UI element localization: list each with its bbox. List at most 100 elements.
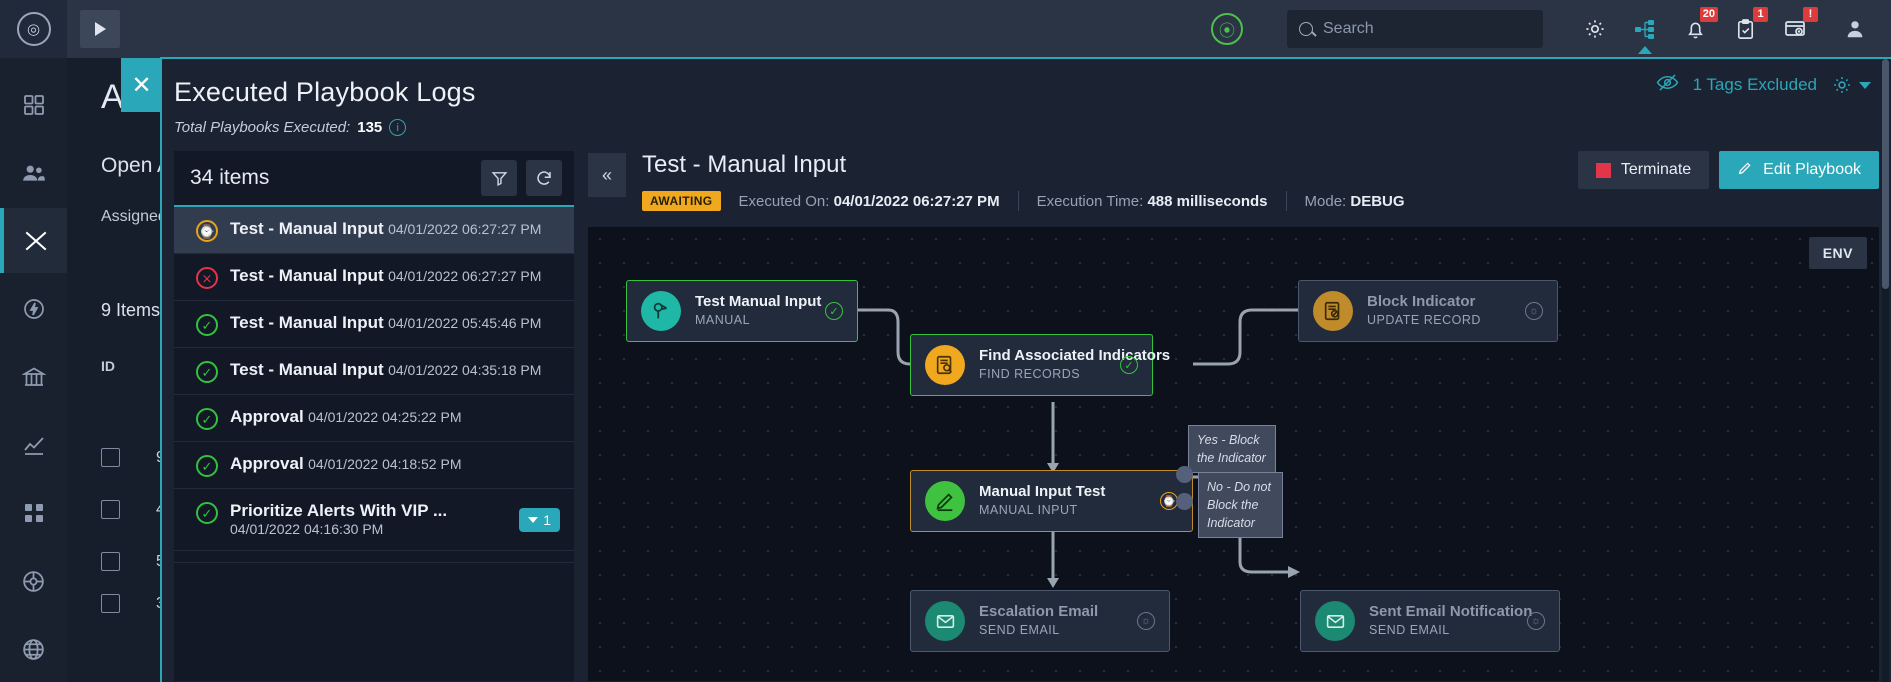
sidebar-item-automation[interactable] [0,276,67,341]
list-item[interactable]: ⌚ Test - Manual Input 04/01/2022 06:27:2… [174,207,574,254]
clipboard-check-icon[interactable]: 1 [1729,7,1768,46]
eye-slash-icon[interactable] [1656,73,1679,97]
graph-node-sent-email-notification[interactable]: Sent Email Notification SEND EMAIL ☼ [1300,590,1560,652]
window-settings-icon[interactable]: ! [1779,7,1818,46]
settings-dropdown-button[interactable] [1831,74,1871,96]
scrollbar-track[interactable] [1882,59,1889,682]
node-subtitle: MANUAL INPUT [979,503,1078,517]
filter-icon[interactable] [481,160,517,196]
scrollbar-thumb[interactable] [1882,59,1889,289]
table-row[interactable]: 4 [101,500,165,519]
list-item-name: Approval [230,407,304,426]
graph-node-block-indicator[interactable]: Block Indicator UPDATE RECORD ☼ [1298,280,1558,342]
sitemap-icon[interactable] [1629,12,1661,54]
node-title: Find Associated Indicators [979,347,1171,364]
total-playbooks-value: 135 [357,119,383,136]
detail-title: Test - Manual Input [642,151,847,178]
detail-meta-row: AWAITING Executed On: 04/01/2022 06:27:2… [642,191,1879,211]
check-icon: ✓ [196,502,218,524]
node-port[interactable] [1176,466,1193,483]
active-tab-caret [1638,46,1652,54]
list-item[interactable] [174,551,574,563]
node-subtitle: MANUAL [695,313,751,327]
dialog-subtitle: Total Playbooks Executed: 135 i [174,119,1891,136]
left-navigation-rail [0,58,67,682]
edit-playbook-label: Edit Playbook [1763,161,1861,178]
row-checkbox[interactable] [101,594,120,613]
search-icon [1299,22,1313,36]
table-row[interactable]: 5 [101,552,165,571]
manual-trigger-icon [641,291,681,331]
close-icon[interactable]: ✕ [121,58,162,112]
table-row[interactable]: 3 [101,594,165,613]
tags-excluded-group: 1 Tags Excluded [1656,73,1871,97]
bell-badge: 20 [1699,7,1718,22]
list-item-name: Test - Manual Input [230,219,384,238]
update-record-icon [1313,291,1353,331]
list-item-count: 34 items [190,166,270,189]
edge-label-no-do-not-block[interactable]: No - Do not Block the Indicator [1198,472,1283,539]
list-toolbar [481,160,562,196]
row-checkbox[interactable] [101,552,120,571]
sidebar-item-users[interactable] [0,140,67,205]
bell-icon[interactable]: 20 [1679,7,1718,46]
playbook-graph-canvas[interactable]: ENV [588,227,1879,681]
sidebar-item-playbooks[interactable] [0,208,67,274]
child-count-badge[interactable]: 1 [519,508,560,532]
clipboard-badge: 1 [1753,7,1768,22]
search-placeholder: Search [1323,20,1374,37]
graph-node-manual-input-test[interactable]: Manual Input Test MANUAL INPUT ⌚ [910,470,1193,532]
mode-group: Mode: DEBUG [1305,193,1405,210]
node-title: Escalation Email [979,603,1099,620]
sidebar-item-reports[interactable] [0,413,67,478]
detail-header: « Test - Manual Input AWAITING Executed … [588,151,1879,227]
top-bar-right-group: ⦿ Search [1211,0,1891,58]
collapse-left-icon[interactable]: « [588,153,626,197]
list-item-date: 04/01/2022 05:45:46 PM [388,315,542,331]
executed-on-value: 04/01/2022 06:27:27 PM [833,192,1000,210]
app-logo[interactable]: ◎ [0,0,67,58]
sidebar-item-integrations[interactable] [0,549,67,614]
logo-ring-icon: ◎ [16,12,51,46]
check-icon: ✓ [196,455,218,477]
sidebar-item-apps[interactable] [0,481,67,546]
sidebar-item-dashboard[interactable] [0,72,67,137]
tags-excluded-label[interactable]: 1 Tags Excluded [1692,75,1817,94]
table-row[interactable]: 9 [101,448,165,467]
hourglass-icon: ⌚ [196,220,218,242]
user-avatar-icon[interactable] [1839,12,1871,46]
sidebar-item-cases[interactable] [0,344,67,409]
expand-menu-button[interactable] [80,10,120,48]
env-button[interactable]: ENV [1808,237,1867,269]
node-status-pending-icon: ☼ [1525,302,1543,320]
node-port[interactable] [1176,493,1193,510]
terminate-button[interactable]: Terminate [1577,151,1710,189]
row-checkbox[interactable] [101,500,120,519]
info-icon[interactable]: i [389,119,407,136]
edge-label-yes-block[interactable]: Yes - Block the Indicator [1188,425,1276,474]
chevron-down-icon [1859,81,1871,89]
list-item[interactable]: ✓ Test - Manual Input 04/01/2022 04:35:1… [174,348,574,395]
list-item[interactable]: ✓ Prioritize Alerts With VIP ... 04/01/2… [174,489,574,551]
playbook-detail-panel: « Test - Manual Input AWAITING Executed … [588,151,1879,681]
graph-node-test-manual-input[interactable]: Test Manual Input MANUAL ✓ [626,280,858,342]
list-item[interactable]: ✓ Test - Manual Input 04/01/2022 05:45:4… [174,301,574,348]
list-item[interactable]: ⨯ Test - Manual Input 04/01/2022 06:27:2… [174,254,574,301]
list-scroll-area[interactable]: ⌚ Test - Manual Input 04/01/2022 06:27:2… [174,207,574,681]
sidebar-item-settings[interactable] [0,617,67,682]
divider [1285,191,1287,211]
list-item-name: Prioritize Alerts With VIP ... [230,501,448,520]
gear-icon[interactable] [1579,12,1611,46]
graph-node-find-associated-indicators[interactable]: Find Associated Indicators FIND RECORDS … [910,334,1170,396]
executed-on-group: Executed On: 04/01/2022 06:27:27 PM [739,193,1000,210]
row-checkbox[interactable] [101,448,120,467]
graph-node-escalation-email[interactable]: Escalation Email SEND EMAIL ☼ [910,590,1170,652]
edit-playbook-button[interactable]: Edit Playbook [1719,151,1879,189]
check-icon: ✓ [196,314,218,336]
list-item[interactable]: ✓ Approval 04/01/2022 04:18:52 PM [174,442,574,489]
list-item[interactable]: ✓ Approval 04/01/2022 04:25:22 PM [174,395,574,442]
list-item-name: Test - Manual Input [230,313,384,332]
leaf-status-icon[interactable]: ⦿ [1211,13,1243,45]
refresh-icon[interactable] [526,160,562,196]
search-input[interactable]: Search [1287,10,1543,48]
